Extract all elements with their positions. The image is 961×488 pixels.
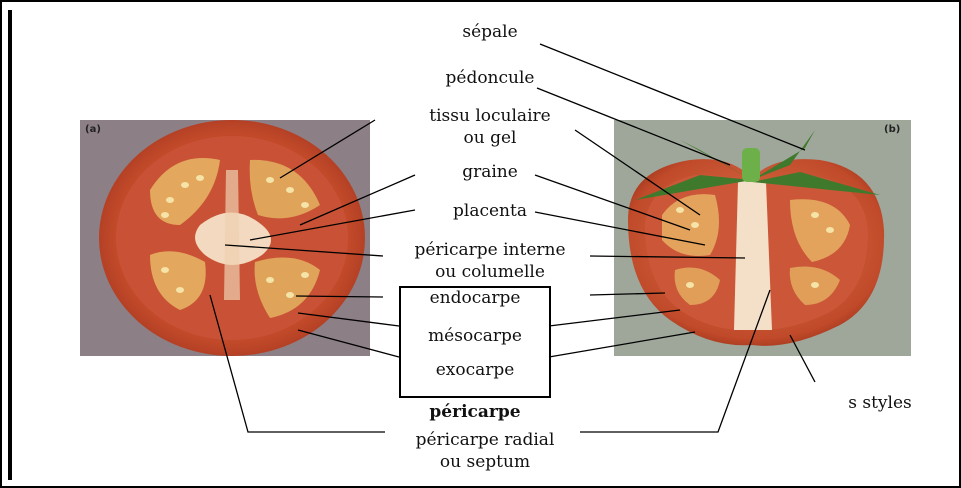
- photo-right-longitudinal-section: [614, 120, 911, 356]
- label-sepale: sépale: [430, 22, 550, 42]
- label-ou-gel: ou gel: [405, 128, 575, 148]
- panel-label-a: (a): [85, 124, 101, 135]
- label-pericarpe-interne: péricarpe interne: [385, 240, 595, 260]
- label-mesocarpe: mésocarpe: [401, 326, 549, 346]
- label-pericarpe-radial: péricarpe radial: [385, 430, 585, 450]
- label-graine: graine: [415, 162, 565, 182]
- label-ou-columelle: ou columelle: [385, 262, 595, 282]
- septum-left-vertical: [224, 170, 240, 300]
- panel-label-b: (b): [884, 124, 900, 135]
- label-pericarpe: péricarpe: [405, 402, 545, 422]
- label-tissu-loculaire: tissu loculaire: [405, 106, 575, 126]
- label-exocarpe: exocarpe: [401, 360, 549, 380]
- label-ou-septum: ou septum: [385, 452, 585, 472]
- stem-right: [742, 148, 760, 182]
- label-styles: s styles: [825, 393, 935, 413]
- photo-left-cross-section: [80, 120, 370, 356]
- label-endocarpe: endocarpe: [401, 288, 549, 308]
- label-pedoncule: pédoncule: [415, 68, 565, 88]
- label-placenta: placenta: [415, 201, 565, 221]
- columella-right: [734, 180, 772, 330]
